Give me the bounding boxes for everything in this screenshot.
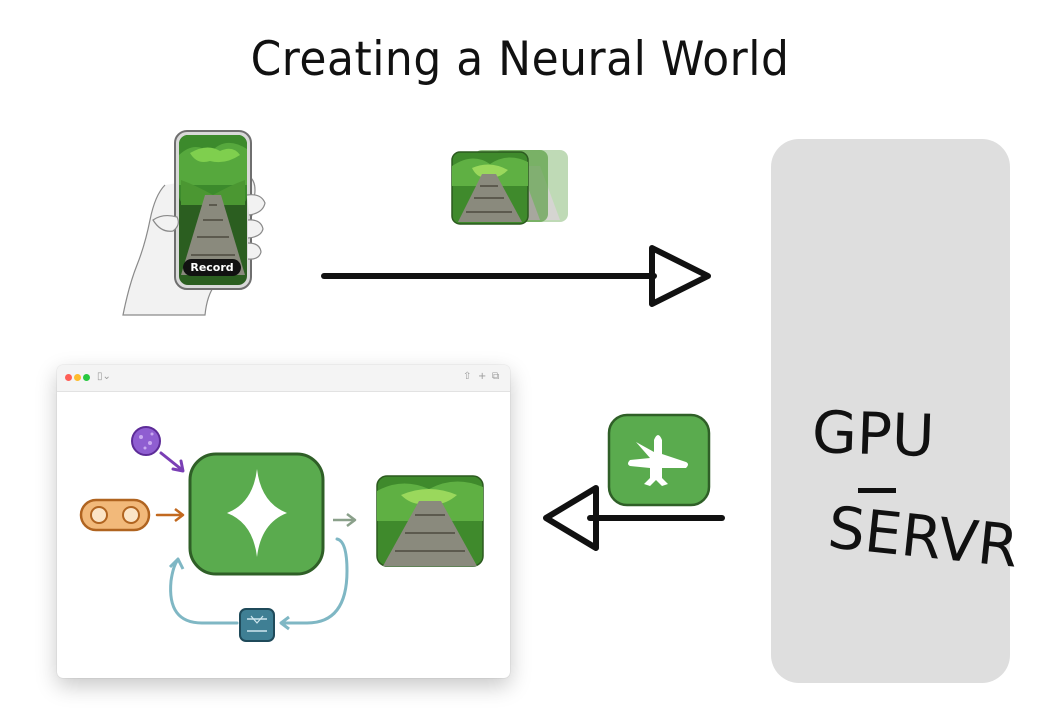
gpu-server-panel: [771, 139, 1010, 683]
browser-window: ▯⌄ ⇧ + ⧉: [57, 365, 510, 678]
new-tab-icon[interactable]: +: [478, 371, 487, 382]
airplane-icon: [607, 413, 711, 507]
phone-in-hand-icon: [122, 130, 266, 316]
server-label-line1: GPU: [810, 397, 936, 471]
close-dot-icon[interactable]: [65, 374, 72, 381]
maximize-dot-icon[interactable]: [83, 374, 90, 381]
sidebar-toggle-icon[interactable]: ▯⌄: [97, 371, 111, 382]
page-title: Creating a Neural World: [250, 31, 790, 88]
arrow-from-server: [543, 485, 725, 551]
arrow-to-server: [321, 245, 711, 307]
server-label-dash: [858, 488, 896, 493]
tabs-overview-icon[interactable]: ⧉: [492, 371, 500, 382]
world-model-diagram: [79, 426, 484, 642]
browser-toolbar: ▯⌄ ⇧ + ⧉: [57, 365, 510, 392]
share-icon[interactable]: ⇧: [463, 371, 472, 382]
minimize-dot-icon[interactable]: [74, 374, 81, 381]
video-frames-icon: [451, 150, 568, 225]
record-button[interactable]: Record: [183, 259, 241, 276]
